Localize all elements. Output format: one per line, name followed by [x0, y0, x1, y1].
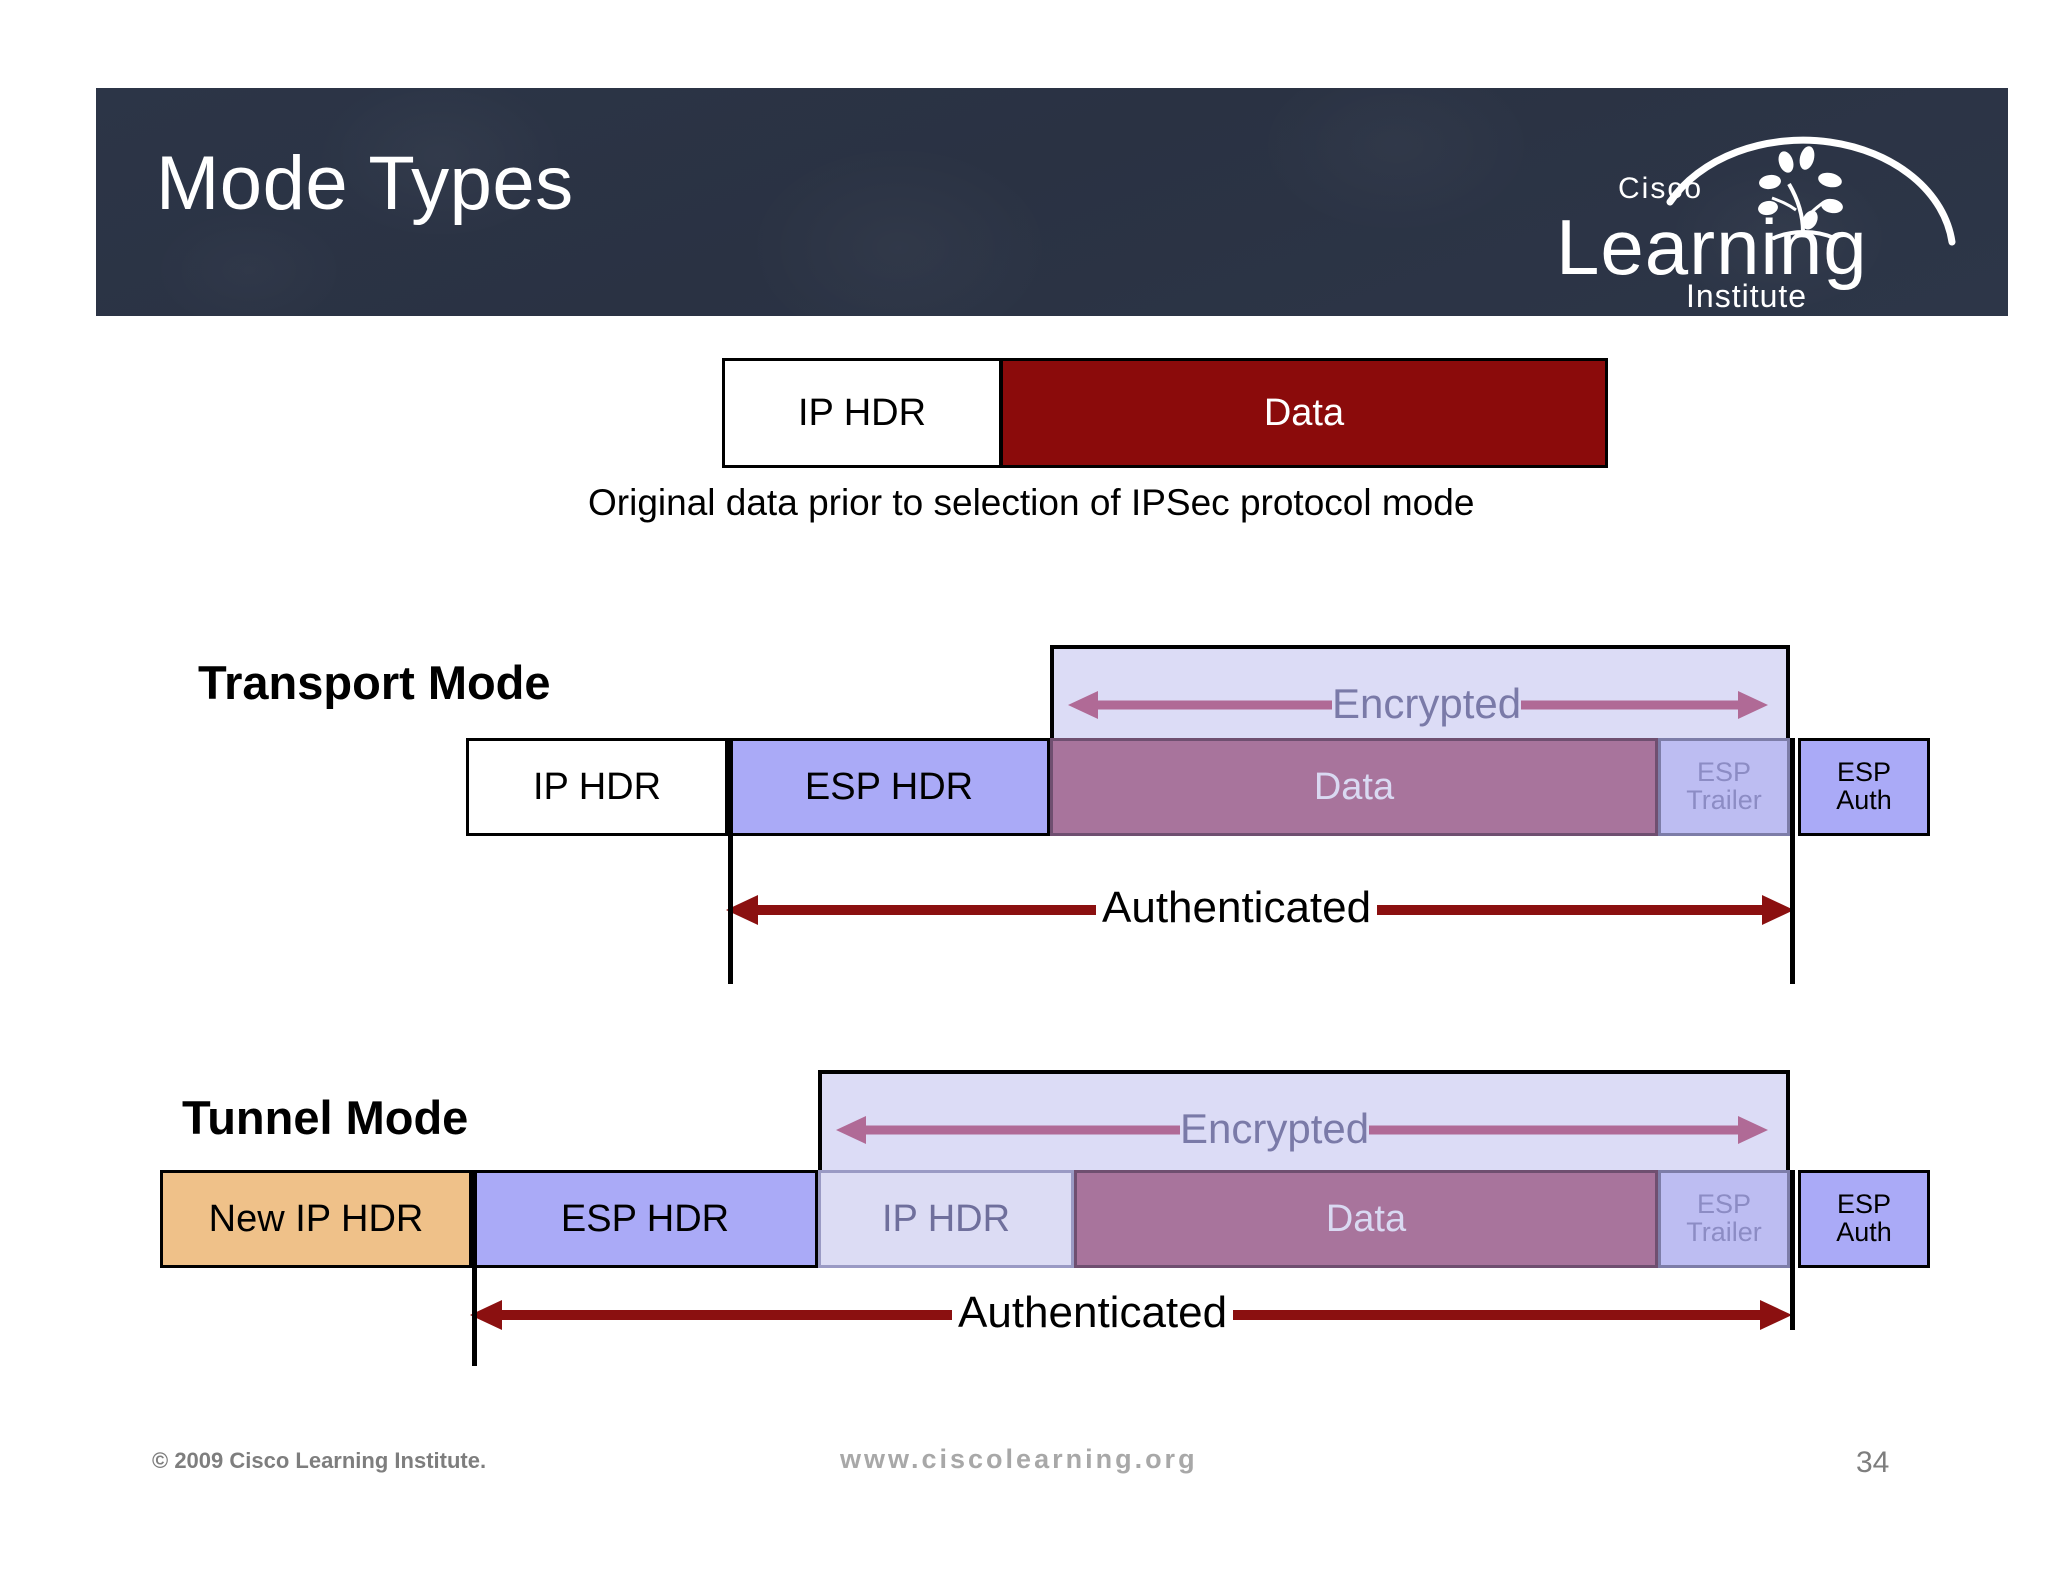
cisco-learning-institute-logo: Cisco Learning Institute: [1560, 92, 1980, 312]
tunnel-field-esp-trailer: ESP Trailer: [1658, 1170, 1790, 1268]
transport-field-esp-trailer-label-line2: Trailer: [1686, 785, 1762, 815]
footer-website: www.ciscolearning.org: [840, 1444, 1198, 1474]
tunnel-field-new-ip-hdr: New IP HDR: [160, 1170, 472, 1268]
transport-field-ip-hdr-label: IP HDR: [532, 765, 662, 808]
tunnel-field-ip-hdr-label: IP HDR: [881, 1197, 1011, 1240]
original-field-ip-hdr: IP HDR: [722, 358, 1002, 468]
logo-svg: Cisco Learning Institute: [1560, 136, 1956, 312]
tunnel-field-esp-auth-label-line2: Auth: [1836, 1217, 1892, 1247]
transport-field-ip-hdr: IP HDR: [466, 738, 728, 836]
transport-field-data-label: Data: [1313, 765, 1395, 808]
tunnel-encrypted-label: Encrypted: [1180, 1105, 1370, 1153]
tunnel-mode-title: Tunnel Mode: [182, 1091, 469, 1144]
tunnel-field-esp-auth: ESP Auth: [1798, 1170, 1930, 1268]
transport-authenticated-label: Authenticated: [1096, 883, 1378, 933]
tunnel-field-esp-trailer-label-line1: ESP: [1696, 1189, 1752, 1220]
tunnel-field-esp-trailer-label-line2: Trailer: [1686, 1217, 1762, 1247]
transport-field-esp-trailer-label-line1: ESP: [1696, 757, 1752, 788]
footer-copyright: © 2009 Cisco Learning Institute.: [152, 1448, 487, 1473]
transport-field-esp-hdr-label: ESP HDR: [804, 765, 974, 808]
slide-header-banner: Mode Types Cisco Learning Institute: [96, 88, 2008, 316]
transport-field-esp-auth-label-line1: ESP: [1836, 757, 1892, 788]
transport-field-esp-auth: ESP Auth: [1798, 738, 1930, 836]
tunnel-field-esp-hdr-label: ESP HDR: [560, 1197, 730, 1240]
tunnel-auth-tick-left: [472, 1170, 477, 1366]
transport-auth-tick-right: [1790, 738, 1795, 984]
tunnel-field-new-ip-hdr-label: New IP HDR: [208, 1197, 424, 1240]
original-field-data-label: Data: [1263, 391, 1345, 434]
transport-field-data: Data: [1050, 738, 1658, 836]
original-field-data: Data: [1000, 358, 1608, 468]
footer-page-number: 34: [1856, 1446, 1890, 1479]
tunnel-field-esp-auth-label-line1: ESP: [1836, 1189, 1892, 1220]
transport-field-esp-trailer: ESP Trailer: [1658, 738, 1790, 836]
logo-sub-text: Institute: [1686, 278, 1807, 312]
tunnel-field-data: Data: [1074, 1170, 1658, 1268]
tunnel-auth-tick-right: [1790, 1170, 1795, 1330]
transport-field-esp-auth-label-line2: Auth: [1836, 785, 1892, 815]
logo-name-text: Learning: [1560, 203, 1868, 291]
original-packet-caption: Original data prior to selection of IPSe…: [588, 482, 1475, 523]
tunnel-authenticated-label: Authenticated: [952, 1288, 1234, 1338]
original-field-ip-hdr-label: IP HDR: [797, 391, 927, 434]
tunnel-field-data-label: Data: [1325, 1197, 1407, 1240]
transport-encrypted-label: Encrypted: [1332, 680, 1522, 728]
transport-field-esp-hdr: ESP HDR: [728, 738, 1050, 836]
tunnel-field-esp-hdr: ESP HDR: [472, 1170, 818, 1268]
transport-auth-tick-left: [728, 738, 733, 984]
transport-mode-title: Transport Mode: [198, 656, 551, 709]
page-title: Mode Types: [156, 141, 574, 226]
logo-brand-text: Cisco: [1618, 172, 1703, 205]
tunnel-field-ip-hdr: IP HDR: [818, 1170, 1074, 1268]
